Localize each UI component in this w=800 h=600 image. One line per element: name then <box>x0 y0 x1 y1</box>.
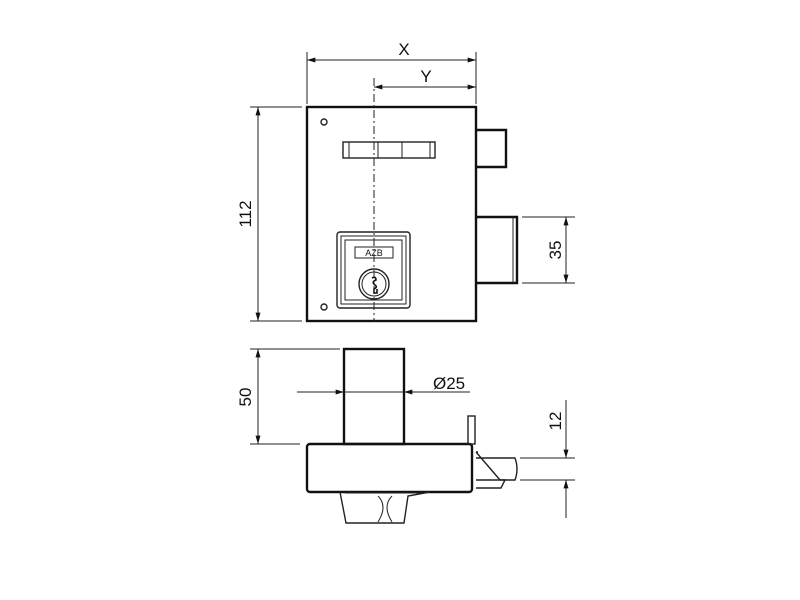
dimension-height: 112 <box>236 106 302 322</box>
lock-body <box>305 105 478 323</box>
dimension-depth: 50 <box>236 348 340 445</box>
dimension-diameter-label: Ø25 <box>433 374 465 393</box>
screw-hole-top <box>320 118 328 126</box>
dimension-depth-label: 50 <box>236 388 255 407</box>
lock-case-side <box>305 442 474 494</box>
cylinder-body <box>342 347 406 446</box>
latch-bolt <box>476 215 519 285</box>
dimension-bolt-side: 12 <box>520 400 575 518</box>
dimension-bolt: 35 <box>522 216 575 284</box>
dimension-y: Y <box>374 67 476 90</box>
dimension-x: X <box>306 40 477 104</box>
dimension-height-label: 112 <box>236 200 255 227</box>
screw-hole-bottom <box>320 303 328 311</box>
dimension-bolt-side-label: 12 <box>546 412 565 431</box>
cylinder-brand-label: AZB <box>365 248 383 258</box>
handle-slot <box>342 141 436 159</box>
dimension-bolt-label: 35 <box>546 241 565 260</box>
top-view: X Y 112 <box>236 40 575 323</box>
side-view: 50 Ø25 12 <box>236 347 575 524</box>
latch-bolt-side <box>475 451 518 489</box>
dimension-x-label: X <box>398 40 409 59</box>
dimension-y-label: Y <box>420 67 431 86</box>
inside-knob <box>339 491 431 524</box>
front-plate <box>467 415 476 445</box>
deadbolt-top <box>476 128 508 169</box>
dimension-diameter: Ø25 <box>297 374 470 395</box>
